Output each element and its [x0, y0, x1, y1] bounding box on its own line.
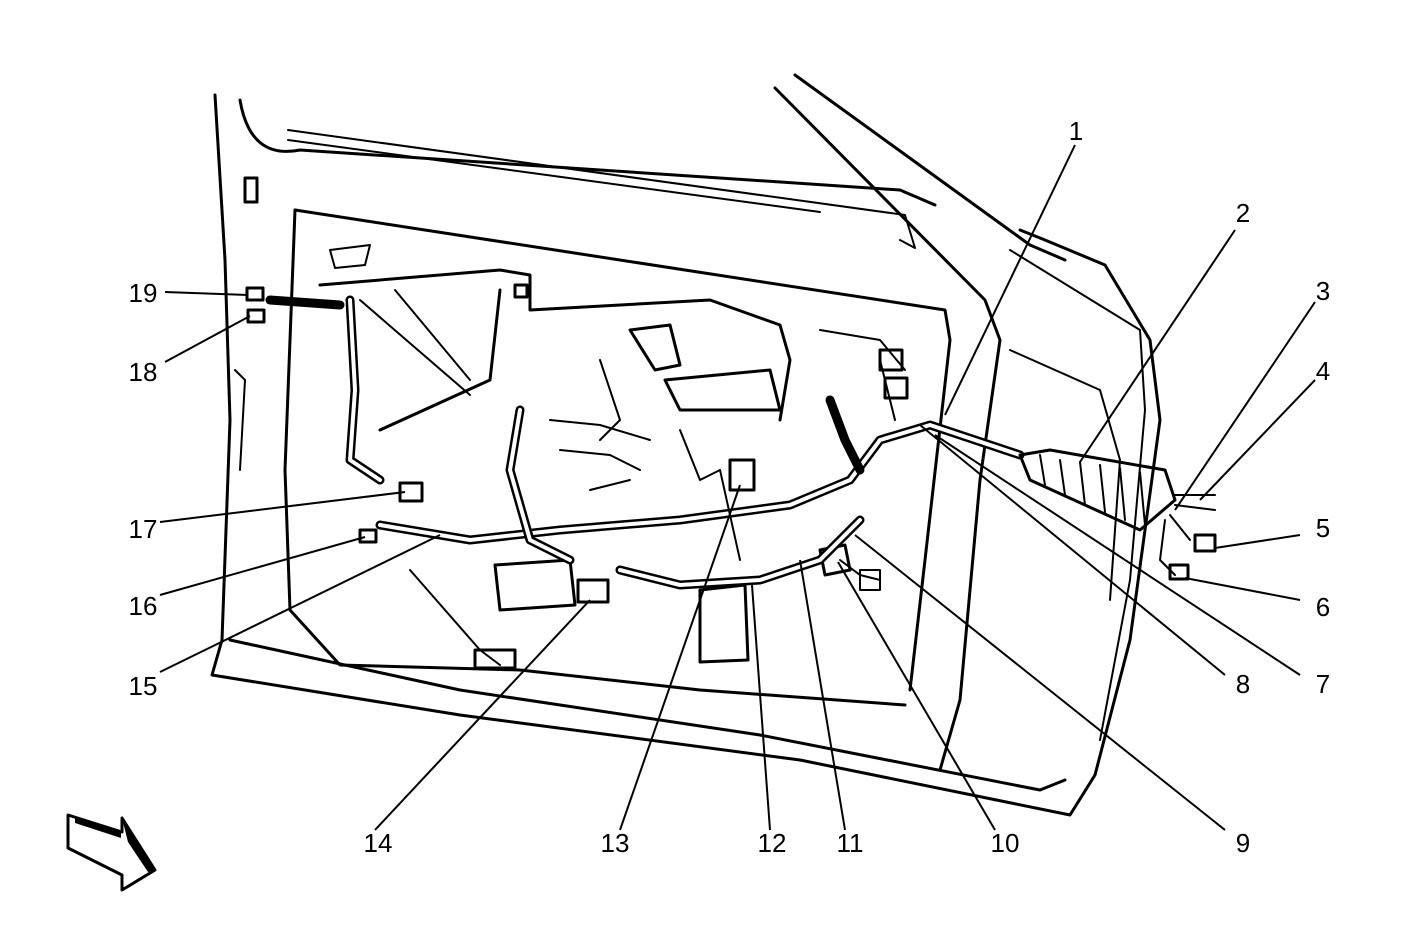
callout-13: 13 — [601, 828, 630, 858]
wiring-harness — [265, 295, 1025, 590]
callout-3: 3 — [1316, 276, 1330, 306]
harness-boot — [1018, 448, 1216, 576]
callout-11: 11 — [837, 828, 864, 858]
callout-7: 7 — [1316, 669, 1330, 699]
callout-9: 9 — [1236, 828, 1250, 858]
callout-labels: 1 2 3 4 5 6 7 8 9 10 11 12 13 14 15 16 1… — [129, 116, 1331, 858]
callout-8: 8 — [1236, 669, 1250, 699]
connectors — [243, 176, 1217, 604]
callout-16: 16 — [129, 591, 158, 621]
callout-6: 6 — [1316, 592, 1330, 622]
door-frame — [210, 73, 1162, 817]
arrow-icon — [66, 813, 157, 892]
callout-18: 18 — [129, 357, 158, 387]
callout-2: 2 — [1236, 198, 1250, 228]
callout-4: 4 — [1316, 356, 1330, 386]
callout-12: 12 — [758, 828, 787, 858]
leader-lines — [159, 144, 1316, 831]
callout-15: 15 — [129, 671, 158, 701]
callout-1: 1 — [1069, 116, 1083, 146]
door-module — [318, 268, 906, 670]
callout-17: 17 — [129, 514, 158, 544]
callout-10: 10 — [991, 828, 1020, 858]
callout-19: 19 — [129, 278, 158, 308]
callout-14: 14 — [364, 828, 393, 858]
callout-5: 5 — [1316, 513, 1330, 543]
